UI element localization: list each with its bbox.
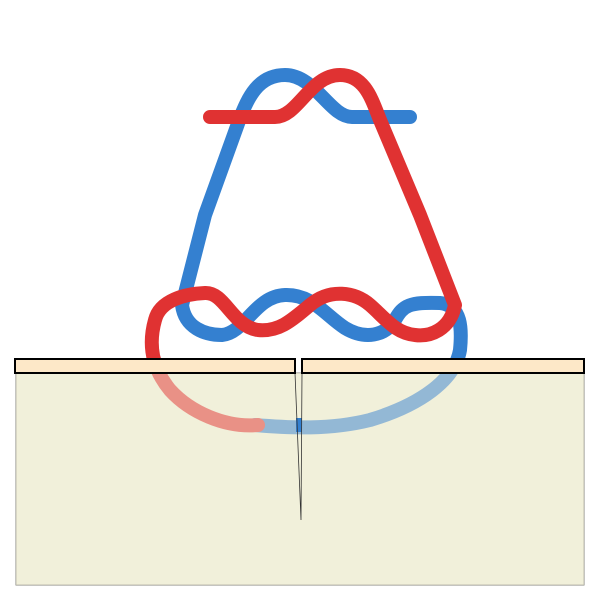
red-suture-strand [144, 68, 462, 433]
knot-marker [296, 418, 302, 432]
tissue-overlay [16, 373, 584, 585]
skin-surface-left [14, 358, 296, 374]
skin-surface-right [301, 358, 585, 374]
incision-line [294, 372, 303, 521]
